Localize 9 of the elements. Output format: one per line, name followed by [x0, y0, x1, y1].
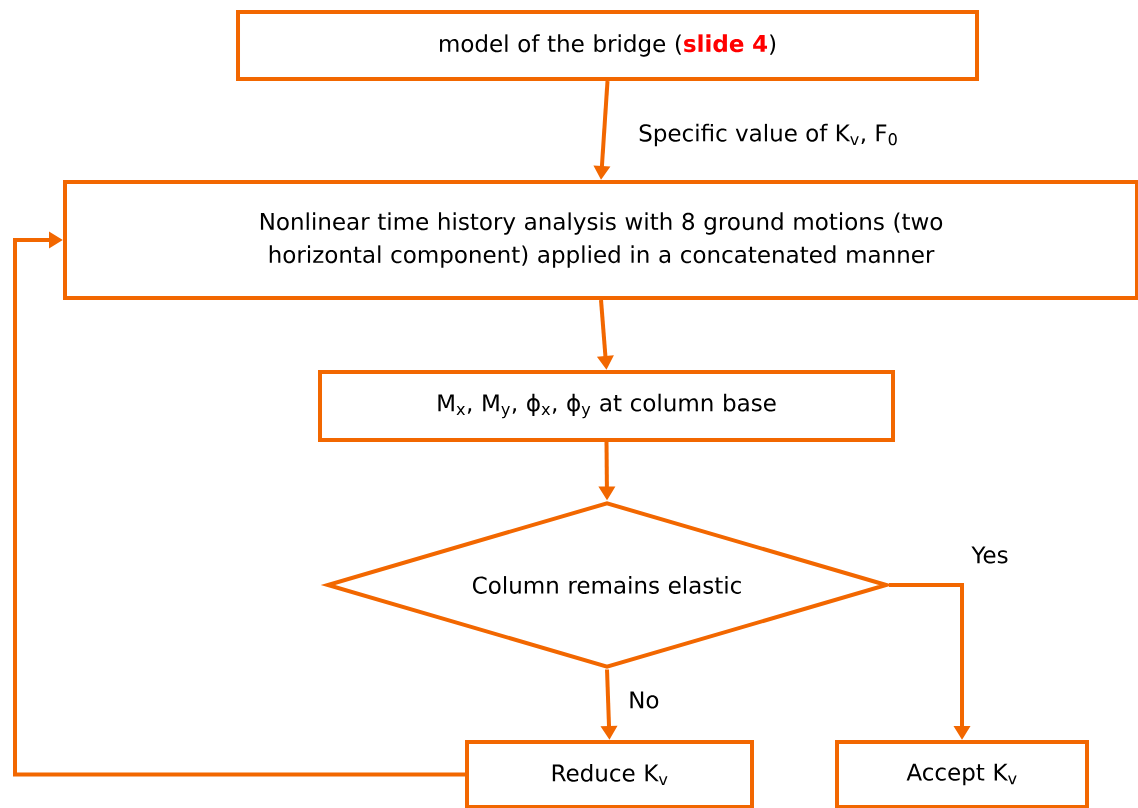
edge-label: Specific value of K$_{v}$, F$_{0}$: [639, 123, 897, 147]
process-box: model of the bridge (slide 4): [236, 10, 979, 81]
edge-label: No: [630, 691, 659, 709]
process-box: M$_{x}$, M$_{y}$, ϕ$_{x}$, ϕ$_{y}$ at column base: [318, 370, 895, 442]
edge-label: Yes: [971, 546, 1008, 564]
process-box: Reduce K$_{v}$: [465, 740, 754, 808]
process-box: Nonlinear time history analysis with 8 ground motions (two horizontal component) applied in a concatenated manner: [63, 180, 1138, 300]
process-box: Accept K$_{v}$: [835, 740, 1089, 808]
arrow: [13, 231, 465, 777]
